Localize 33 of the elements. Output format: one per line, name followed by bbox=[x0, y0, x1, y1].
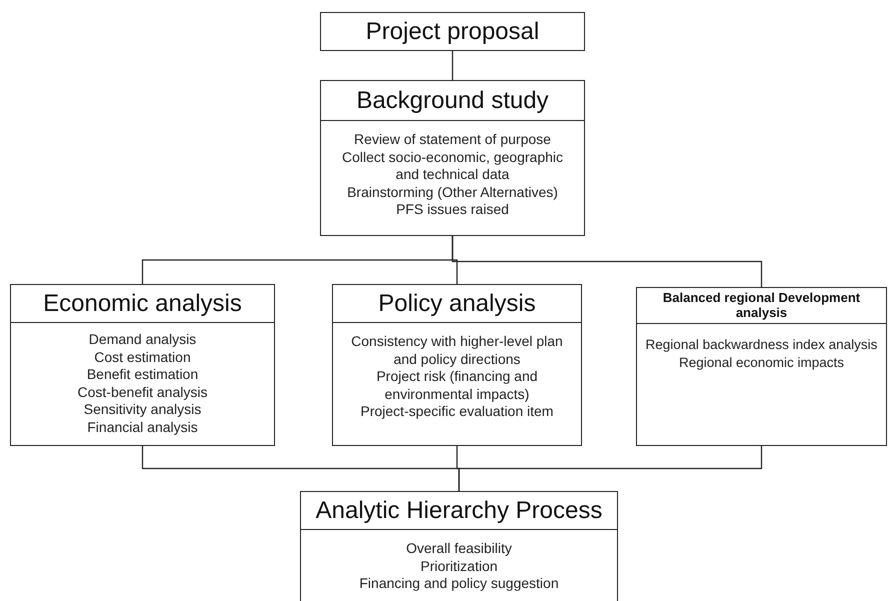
box-heading: Economic analysis bbox=[43, 290, 242, 318]
item-text: Demand analysis bbox=[88, 331, 196, 348]
item-text: Regional economic impacts bbox=[678, 354, 844, 371]
item-text: Collect socio-economic, geographic and technical data bbox=[341, 148, 564, 184]
item-text: Review of statement of purpose bbox=[354, 131, 551, 148]
connector-line bbox=[452, 236, 762, 287]
box-heading: Project proposal bbox=[366, 18, 540, 46]
process-box bbox=[636, 287, 887, 446]
item-text: Sensitivity analysis bbox=[84, 401, 202, 418]
connector-line bbox=[452, 51, 454, 80]
box-heading: Balanced regional Development analysis bbox=[662, 290, 862, 320]
connector-line bbox=[458, 446, 762, 491]
box-heading: Policy analysis bbox=[378, 290, 536, 318]
process-box bbox=[320, 80, 585, 236]
box-heading: Analytic Hierarchy Process bbox=[316, 496, 602, 524]
box-heading: Background study bbox=[356, 86, 549, 114]
item-text: Regional backwardness index analysis bbox=[646, 336, 878, 354]
item-text: Benefit estimation bbox=[86, 366, 198, 384]
process-box bbox=[300, 491, 618, 601]
process-box bbox=[10, 284, 275, 446]
process-box bbox=[320, 12, 585, 51]
item-text: PFS issues raised bbox=[396, 201, 509, 218]
item-text: Overall feasibility bbox=[406, 540, 512, 558]
item-text: Cost estimation bbox=[94, 348, 191, 366]
process-box bbox=[332, 284, 582, 446]
item-text: Consistency with higher-level plan and policy directions bbox=[350, 333, 564, 368]
item-text: Financial analysis bbox=[87, 418, 198, 436]
item-text: Financing and policy suggestion bbox=[359, 575, 559, 592]
item-text: Brainstorming (Other Alternatives) bbox=[347, 184, 558, 201]
item-text: Prioritization bbox=[420, 558, 498, 575]
item-text: Project risk (financing and environmental impacts) bbox=[375, 368, 539, 403]
item-text: Cost-benefit analysis bbox=[78, 384, 208, 401]
item-text: Project-specific evaluation item bbox=[360, 403, 554, 420]
